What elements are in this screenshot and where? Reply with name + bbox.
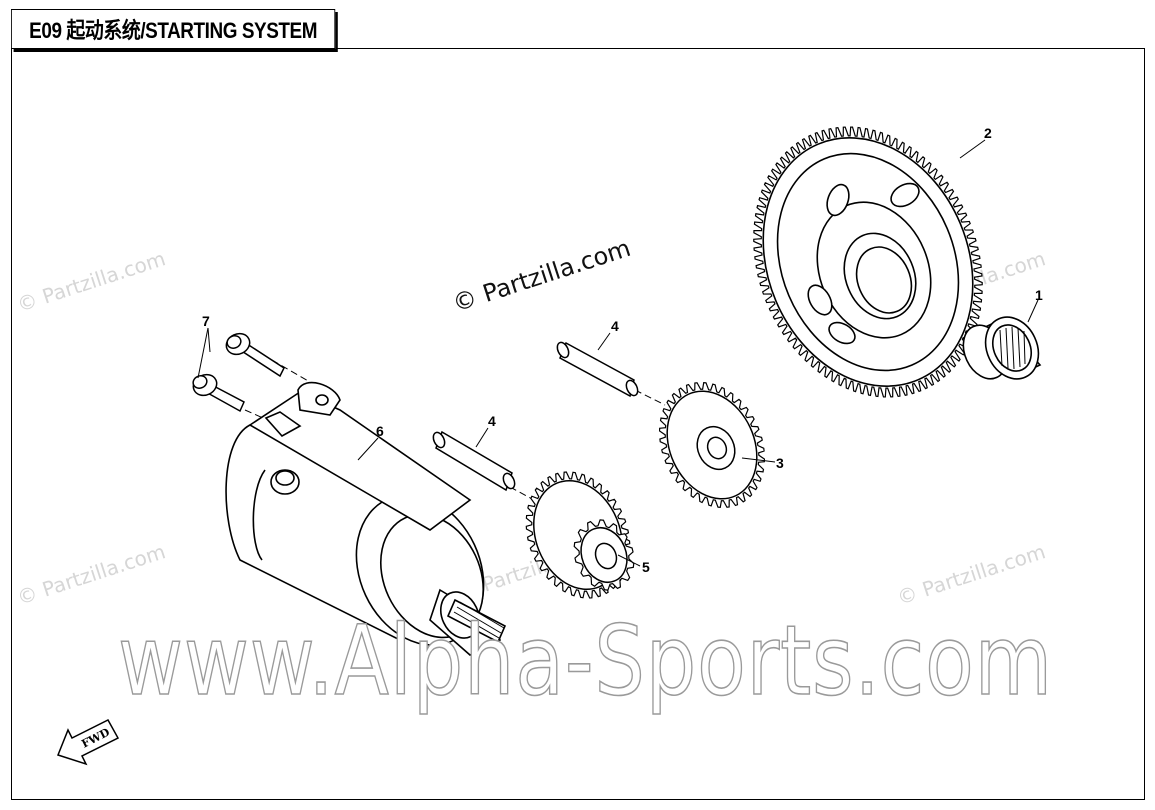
label-part-2: 2: [984, 125, 992, 141]
label-part-7: 7: [202, 313, 210, 329]
needle-bearing: [962, 316, 1042, 380]
diagram-frame: [11, 48, 1145, 800]
label-part-1: 1: [1035, 287, 1043, 303]
leader-lines: [197, 139, 1039, 567]
page-title-text: E09 起动系统/STARTING SYSTEM: [29, 18, 318, 43]
watermark-partzilla: © Partzilla.com: [449, 234, 634, 318]
page-title: E09 起动系统/STARTING SYSTEM: [11, 9, 336, 49]
label-part-4-upper: 4: [611, 318, 619, 334]
label-part-3: 3: [776, 455, 784, 471]
double-gear: [525, 471, 635, 599]
starter-motor: [225, 381, 507, 656]
watermark-faint-2: © Partzilla.com: [14, 539, 168, 610]
watermark-faint-1: © Partzilla.com: [14, 246, 168, 317]
part-labels: 1 2 3 4 4 5 6 7: [202, 125, 1043, 575]
flange-bolt-upper: [225, 332, 285, 378]
idler-gear: [658, 381, 766, 509]
watermark-faint-4: © Partzilla.com: [894, 539, 1048, 610]
watermark-site: www.Alpha-Sports.com: [118, 605, 1053, 717]
label-part-5: 5: [642, 559, 650, 575]
shaft-pin-upper: [556, 341, 639, 398]
fwd-arrow-icon: FWD: [57, 719, 120, 766]
label-part-6: 6: [376, 423, 384, 439]
label-part-4-lower: 4: [488, 413, 496, 429]
shaft-pin-lower: [432, 430, 516, 492]
flange-bolt-lower: [192, 373, 245, 413]
large-starter-gear: [753, 126, 983, 398]
